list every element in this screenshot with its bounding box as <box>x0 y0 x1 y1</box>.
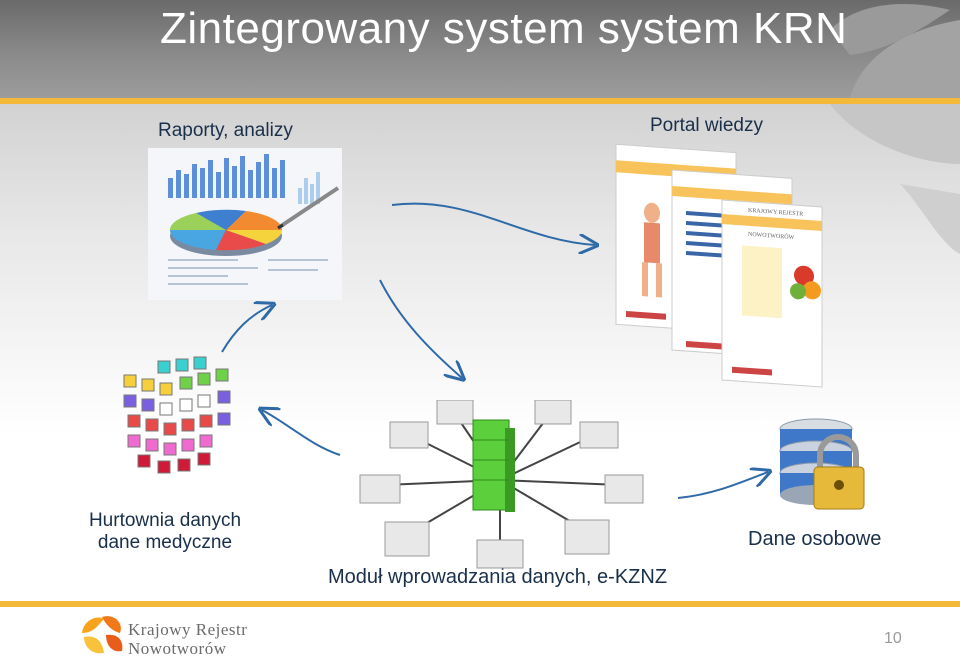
arrow-icon <box>221 305 272 353</box>
database-lock-icon <box>779 418 865 510</box>
portal-site-name-1: KRAJOWY REJESTR <box>748 208 803 218</box>
arrow-icon <box>379 279 462 378</box>
portal-screens-icon: KRAJOWY REJESTR NOWOTWORÓW <box>615 143 823 388</box>
header-divider <box>0 98 960 104</box>
data-cube-icon <box>123 356 231 474</box>
slide-header: Zintegrowany system system KRN <box>0 0 960 98</box>
leaf-decoration-icon <box>830 4 960 98</box>
logo-line2: Nowotworów <box>128 639 227 658</box>
slide-title: Zintegrowany system system KRN <box>160 4 848 53</box>
arrow-icon <box>677 472 768 499</box>
arrow-icon <box>391 202 595 245</box>
page-number: 10 <box>884 630 902 647</box>
logo-text: Krajowy Rejestr Nowotworów <box>128 620 247 658</box>
logo-line1: Krajowy Rejestr <box>128 620 248 639</box>
logo-mark-icon <box>82 616 123 654</box>
warehouse-label-line1: Hurtownia danych <box>88 510 242 531</box>
portal-label: Portal wiedzy <box>650 115 763 136</box>
personal-data-label: Dane osobowe <box>748 528 882 550</box>
arrow-icon <box>262 410 341 456</box>
entry-module-label: Moduł wprowadzania danych, e-KZNZ <box>328 566 668 588</box>
footer-divider <box>0 601 960 607</box>
reports-label: Raporty, analizy <box>158 120 293 141</box>
leaf-decoration-icon <box>830 104 960 254</box>
server-network-icon <box>359 400 644 569</box>
report-chart-icon <box>148 148 342 300</box>
portal-site-name-2: NOWOTWORÓW <box>748 230 795 241</box>
warehouse-label: Hurtownia danych dane medyczne <box>60 510 270 554</box>
warehouse-label-line2: dane medyczne <box>97 532 233 553</box>
